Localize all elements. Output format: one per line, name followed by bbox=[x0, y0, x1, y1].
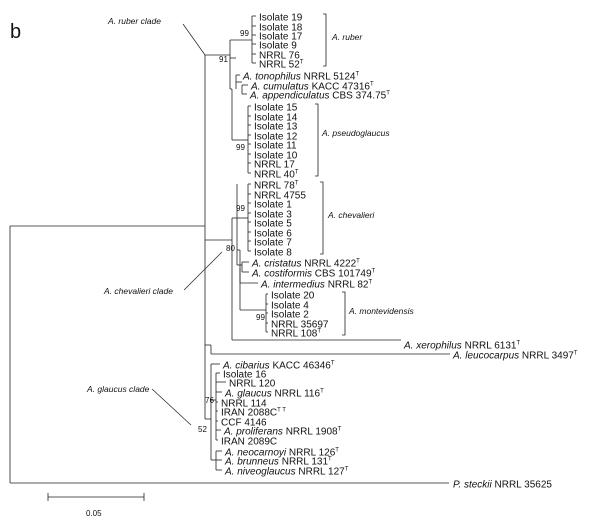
taxon-label: A. costiformis CBS 101749T bbox=[251, 269, 376, 280]
taxon-label: Isolate 4 bbox=[271, 301, 309, 312]
taxon-label: Isolate 13 bbox=[254, 122, 298, 133]
annotation-leader-line bbox=[183, 251, 223, 291]
taxon-label: Isolate 11 bbox=[254, 141, 297, 152]
bootstrap-value: 80 bbox=[226, 244, 235, 253]
bootstrap-value: 76 bbox=[205, 396, 214, 405]
clade-bracket-label: A. ruber bbox=[331, 32, 363, 42]
clade-annotation-label: A. chevalieri clade bbox=[103, 286, 173, 296]
taxon-label: IRAN 2088CT T bbox=[221, 408, 286, 419]
taxon-label: Isolate 17 bbox=[259, 32, 303, 43]
taxon-label: Isolate 15 bbox=[254, 103, 298, 114]
scale-bar: 0.05 bbox=[47, 493, 145, 518]
taxon-label: A. niveoglaucus NRRL 127T bbox=[224, 467, 349, 478]
taxon-label: Isolate 1 bbox=[254, 200, 292, 211]
clade-bracket-label: A. chevalieri bbox=[327, 210, 375, 220]
taxon-label: NRRL 108T bbox=[271, 329, 321, 340]
taxon-label: Isolate 8 bbox=[254, 248, 292, 259]
taxon-label: A. proliferans NRRL 1908T bbox=[223, 427, 342, 438]
taxon-label: Isolate 16 bbox=[223, 370, 267, 381]
taxon-label: A. intermedius NRRL 82T bbox=[260, 280, 372, 291]
bootstrap-value: 99 bbox=[256, 313, 265, 322]
bootstrap-value: 99 bbox=[236, 204, 245, 213]
bootstrap-value: 99 bbox=[236, 143, 245, 152]
taxon-label: Isolate 19 bbox=[259, 13, 303, 24]
taxon-label: Isolate 12 bbox=[254, 132, 298, 143]
taxon-label: NRRL 78T bbox=[254, 181, 299, 192]
taxon-label: NRRL 4755 bbox=[254, 191, 306, 202]
taxon-label: NRRL 114 bbox=[221, 399, 267, 410]
taxon-label: A. cumulatus KACC 47316T bbox=[250, 82, 374, 93]
taxon-label: A. cristatus NRRL 4222T bbox=[251, 259, 360, 270]
taxon-label: Isolate 2 bbox=[271, 310, 309, 321]
clade-bracket-label: A. montevidensis bbox=[348, 306, 414, 316]
bootstrap-value: 91 bbox=[219, 55, 228, 64]
annotation-leader-line bbox=[151, 388, 192, 426]
taxon-label: Isolate 20 bbox=[271, 291, 315, 302]
panel-label: b bbox=[10, 21, 21, 43]
taxon-label: Isolate 6 bbox=[254, 229, 292, 240]
taxon-label: NRRL 76 bbox=[259, 51, 300, 62]
annotation-leader-line bbox=[182, 23, 206, 56]
bootstrap-value: 99 bbox=[240, 29, 249, 38]
taxon-label: CCF 4146 bbox=[221, 418, 267, 429]
taxon-label: A. brunneus NRRL 131T bbox=[224, 457, 332, 468]
clade-bracket bbox=[315, 103, 319, 177]
tree-branches bbox=[9, 15, 450, 484]
clade-annotation-label: A. glaucus clade bbox=[86, 384, 150, 394]
taxon-label: NRRL 120 bbox=[229, 379, 276, 390]
taxon-label: NRRL 35697 bbox=[271, 320, 329, 331]
taxon-label: NRRL 17 bbox=[254, 160, 295, 171]
taxon-label: Isolate 9 bbox=[259, 41, 297, 52]
taxon-label: A. neocarnoyi NRRL 126T bbox=[224, 448, 339, 459]
clade-bracket bbox=[342, 291, 346, 336]
clade-annotations: A. ruber clade A. chevalieri clade A. glau… bbox=[86, 16, 223, 426]
clade-bracket-label: A. pseudoglaucus bbox=[321, 128, 390, 138]
taxon-label: P. steckii NRRL 35625 bbox=[453, 480, 552, 491]
taxon-label: Isolate 10 bbox=[254, 151, 298, 162]
taxon-label: NRRL 52T bbox=[259, 60, 304, 71]
taxon-label: Isolate 3 bbox=[254, 210, 292, 221]
clade-bracket bbox=[323, 13, 327, 67]
taxon-label: A. glaucus NRRL 116T bbox=[224, 389, 324, 400]
taxon-label: Isolate 18 bbox=[259, 23, 303, 34]
taxon-label: Isolate 7 bbox=[254, 238, 292, 249]
taxon-label: IRAN 2089C bbox=[221, 437, 277, 448]
taxon-label: A. appendiculatus CBS 374.75T bbox=[249, 91, 390, 102]
taxon-label: Isolate 14 bbox=[254, 113, 298, 124]
bootstrap-values: 91 99 99 99 80 99 76 52 bbox=[198, 29, 265, 434]
taxon-label: NRRL 40T bbox=[254, 170, 299, 181]
taxon-label: A. xerophilus NRRL 6131T bbox=[403, 341, 520, 352]
clade-annotation-label: A. ruber clade bbox=[107, 16, 161, 26]
bootstrap-value: 52 bbox=[198, 425, 207, 434]
taxon-label: A. tonophilus NRRL 5124T bbox=[242, 72, 360, 83]
scale-bar-label: 0.05 bbox=[86, 509, 102, 518]
taxon-label: A. leucocarpus NRRL 3497T bbox=[452, 351, 578, 362]
clade-brackets: A. ruber A. pseudoglaucus A. chevalieri A. … bbox=[315, 13, 414, 336]
clade-bracket bbox=[320, 181, 324, 255]
taxon-label: A. cibarius KACC 46346T bbox=[222, 361, 335, 372]
taxon-label: Isolate 5 bbox=[254, 219, 292, 230]
